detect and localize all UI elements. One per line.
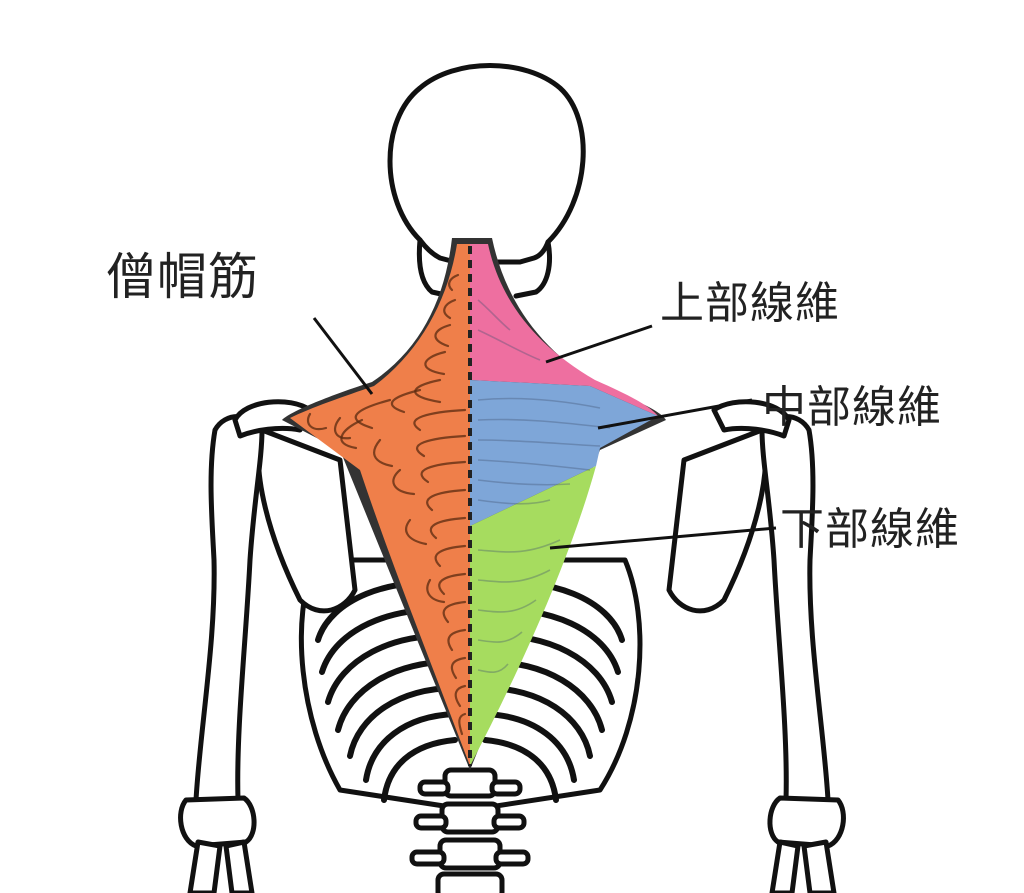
- humerus-right: [759, 414, 832, 823]
- trapezius-muscle: [282, 238, 666, 770]
- leader-upper: [545, 324, 653, 364]
- lumbar-spine: [409, 767, 531, 893]
- scapula-right: [666, 427, 769, 614]
- label-trapezius: 僧帽筋: [106, 248, 259, 306]
- trapezius-left-orange: [290, 244, 470, 766]
- skeleton: [178, 63, 846, 893]
- leader-lines: [312, 317, 777, 550]
- orange-fiber-texture: [306, 273, 467, 736]
- lower-fibers-green: [470, 466, 596, 766]
- upper-fibers-pink: [470, 244, 658, 416]
- leader-middle: [597, 398, 753, 430]
- middle-fibers-blue: [470, 380, 658, 526]
- right-fiber-texture: [477, 299, 611, 674]
- scapula-left: [255, 427, 358, 614]
- label-upper-fibers: 上部線維: [660, 278, 840, 329]
- label-lower-fibers: 下部線維: [780, 504, 960, 555]
- leader-muscle: [312, 317, 374, 395]
- leader-lower: [549, 526, 777, 550]
- skull: [387, 63, 586, 265]
- humerus-left: [192, 414, 265, 823]
- label-middle-fibers: 中部線維: [762, 382, 942, 433]
